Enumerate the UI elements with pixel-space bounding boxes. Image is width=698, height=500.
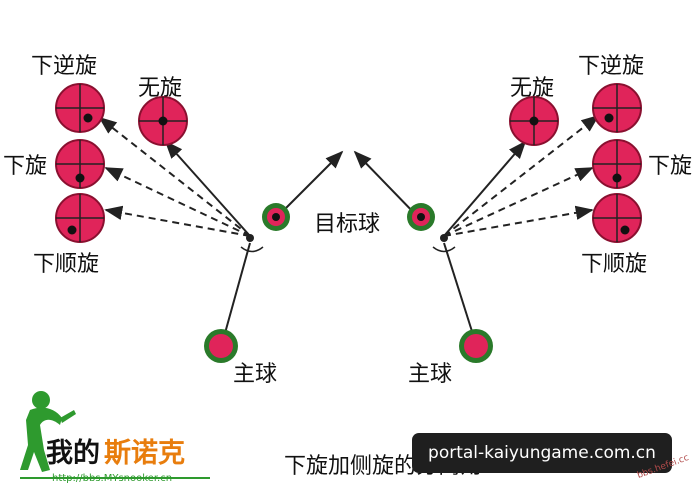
right-cue-path: [443, 242, 477, 345]
label-object-ball: 目标球: [314, 212, 381, 237]
watermark-banner: portal-kaiyungame.com.cn: [412, 433, 672, 473]
label-left-no-spin: 无旋: [138, 76, 183, 101]
left-spin-arc: [240, 246, 264, 253]
right-backspin-reverse-line: [443, 114, 600, 237]
left-cue-ball: [204, 329, 238, 363]
right-backspin-line: [443, 167, 594, 237]
label-right-backspin-running: 下顺旋: [581, 252, 648, 277]
label-left-backspin: 下旋: [3, 154, 48, 179]
right-ball-backspin-running: [592, 193, 642, 243]
left-cue-path: [221, 242, 251, 345]
right-cue-ball: [459, 329, 493, 363]
left-backspin-running-line: [104, 205, 251, 237]
left-object-path: [276, 150, 344, 218]
right-no-spin-line: [443, 140, 527, 237]
left-backspin-line: [104, 167, 251, 237]
left-backspin-reverse-line: [98, 116, 251, 237]
left-object-ball: [262, 203, 290, 231]
left-ball-backspin: [55, 139, 105, 189]
right-ball-no-spin: [509, 96, 559, 146]
label-right-cue-ball: 主球: [408, 362, 453, 387]
right-object-path: [353, 150, 419, 218]
left-ball-backspin-reverse: [55, 83, 105, 133]
logo-text-part2: 斯诺克: [104, 438, 185, 469]
left-no-spin-line: [164, 140, 251, 237]
right-ball-backspin: [592, 139, 642, 189]
left-ball-backspin-running: [55, 193, 105, 243]
logo-text-part1: 我的: [46, 438, 100, 469]
label-left-cue-ball: 主球: [233, 362, 278, 387]
right-backspin-running-line: [443, 205, 594, 237]
snooker-player-icon: [20, 391, 210, 479]
right-spin-arc: [432, 246, 456, 253]
left-ball-no-spin: [138, 96, 188, 146]
label-right-backspin: 下旋: [648, 154, 693, 179]
label-left-backspin-running: 下顺旋: [33, 252, 100, 277]
right-object-ball: [407, 203, 435, 231]
label-right-no-spin: 无旋: [510, 76, 555, 101]
right-ball-backspin-reverse: [592, 83, 642, 133]
label-left-backspin-reverse: 下逆旋: [31, 54, 98, 79]
watermark-text: portal-kaiyungame.com.cn: [428, 443, 656, 463]
logo-url: http://bbs.MYsnooker.cn: [52, 473, 173, 484]
label-right-backspin-reverse: 下逆旋: [578, 54, 645, 79]
